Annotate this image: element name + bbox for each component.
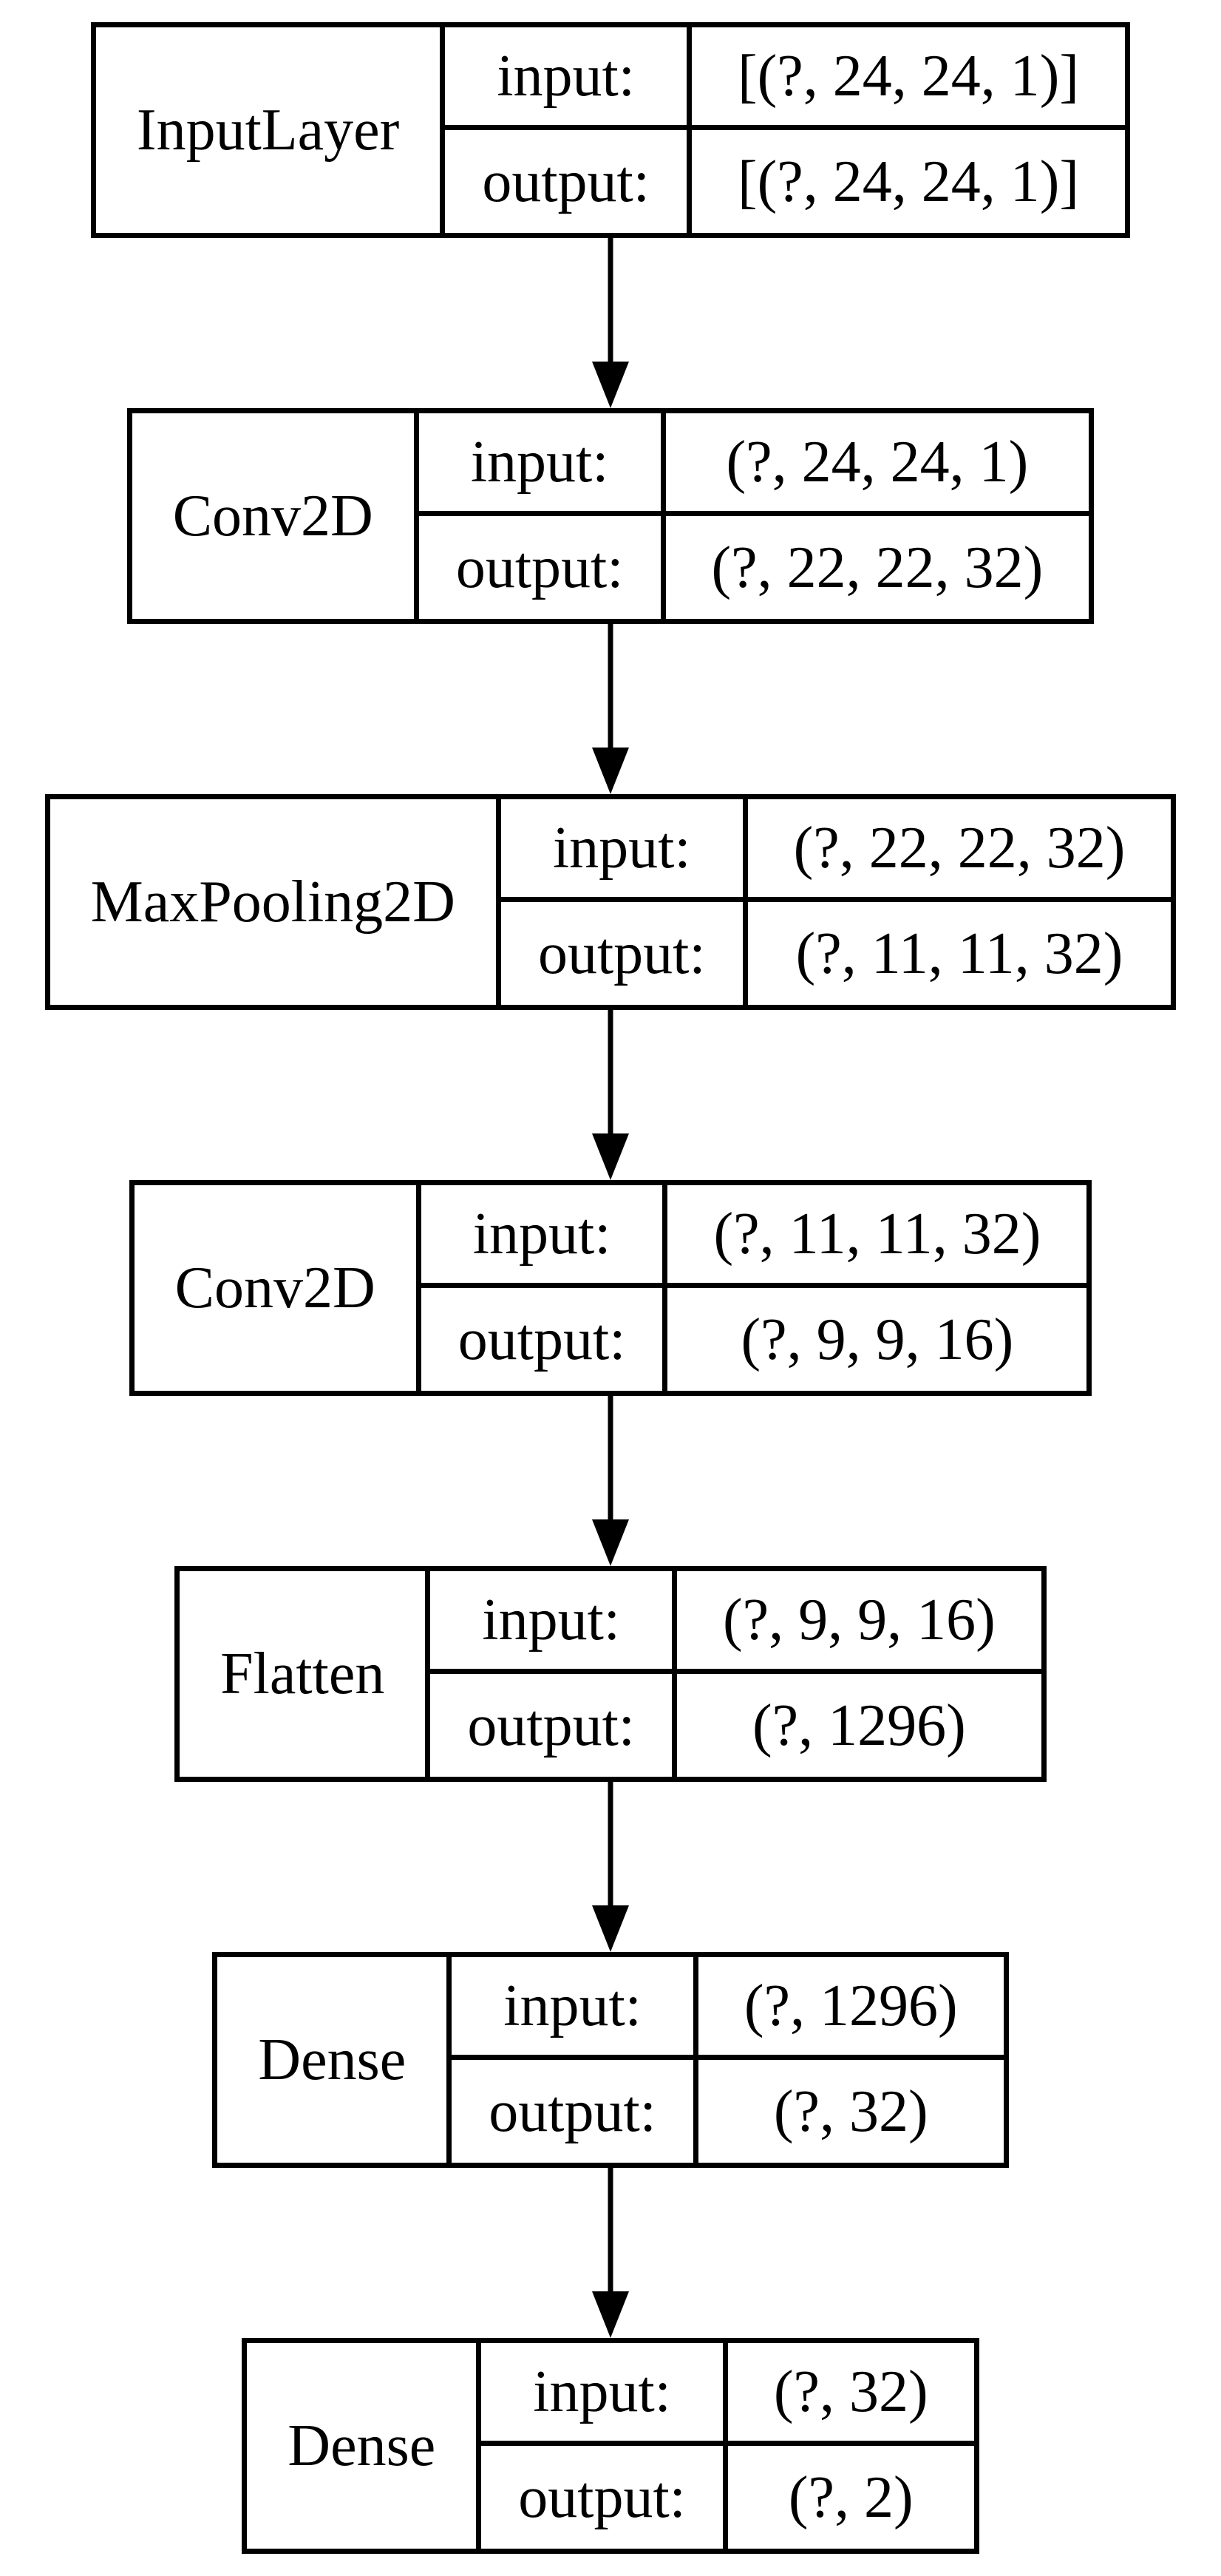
output-shape: (?, 1296) [752,1692,966,1758]
edge-connector [587,1782,634,1952]
edge-connector [587,1396,634,1566]
input-label: input: [481,2343,728,2446]
arrow-down-icon [592,1010,629,1180]
output-label: output: [481,2446,728,2549]
layer-node-conv2d-2: Conv2D input: (?, 11, 11, 32) output: (?… [129,1180,1092,1396]
output-label: output: [421,1288,668,1391]
input-shape: (?, 24, 24, 1) [665,413,1089,516]
input-shape: (?, 22, 22, 32) [747,799,1171,902]
output-shape: [(?, 24, 24, 1)] [738,149,1080,214]
layer-node-flatten: Flatten input: (?, 9, 9, 16) output: (?,… [174,1566,1047,1782]
arrow-down-icon [592,2168,629,2338]
output-label: output: [501,902,748,1005]
output-shape: (?, 2) [788,2464,914,2530]
output-label: output: [452,2060,698,2163]
output-shape: (?, 11, 11, 32) [795,921,1123,986]
layer-name: Conv2D [135,1185,421,1391]
edge-connector [587,2168,634,2338]
arrow-down-icon [592,1396,629,1566]
input-shape: (?, 1296) [698,1957,1004,2060]
layer-name: MaxPooling2D [50,799,501,1005]
input-label: input: [421,1185,668,1288]
arrow-down-icon [592,1782,629,1952]
layer-name: Dense [217,1957,452,2163]
input-shape: (?, 9, 9, 16) [677,1571,1041,1674]
output-label: output: [419,516,666,619]
layer-name: Conv2D [132,413,419,619]
layer-name: Dense [247,2343,482,2549]
input-label: input: [500,799,748,902]
layer-node-inputlayer: InputLayer input: [(?, 24, 24, 1)] outpu… [90,22,1131,238]
layer-node-dense-1: Dense input: (?, 1296) output: (?, 32) [212,1952,1009,2168]
layer-node-dense-2: Dense input: (?, 32) output: (?, 2) [242,2338,979,2554]
output-label: output: [445,130,692,233]
arrow-down-icon [592,624,629,794]
layer-node-conv2d-1: Conv2D input: (?, 24, 24, 1) output: (?,… [126,408,1095,624]
edge-connector [587,238,634,408]
input-label: input: [418,413,666,516]
arrow-down-icon [592,238,629,408]
input-shape: (?, 32) [727,2343,974,2446]
output-label: output: [430,1674,678,1777]
input-shape: [(?, 24, 24, 1)] [692,27,1126,130]
input-label: input: [445,27,692,130]
edge-connector [587,624,634,794]
output-shape: (?, 22, 22, 32) [711,535,1044,600]
layer-node-maxpooling2d: MaxPooling2D input: (?, 22, 22, 32) outp… [44,794,1177,1010]
input-shape: (?, 11, 11, 32) [667,1185,1087,1288]
layer-name: Flatten [180,1571,431,1777]
layer-name: InputLayer [96,27,446,233]
output-shape: (?, 9, 9, 16) [741,1306,1014,1372]
output-shape: (?, 32) [773,2078,928,2144]
edge-connector [587,1010,634,1180]
input-label: input: [452,1957,698,2060]
input-label: input: [430,1571,678,1674]
